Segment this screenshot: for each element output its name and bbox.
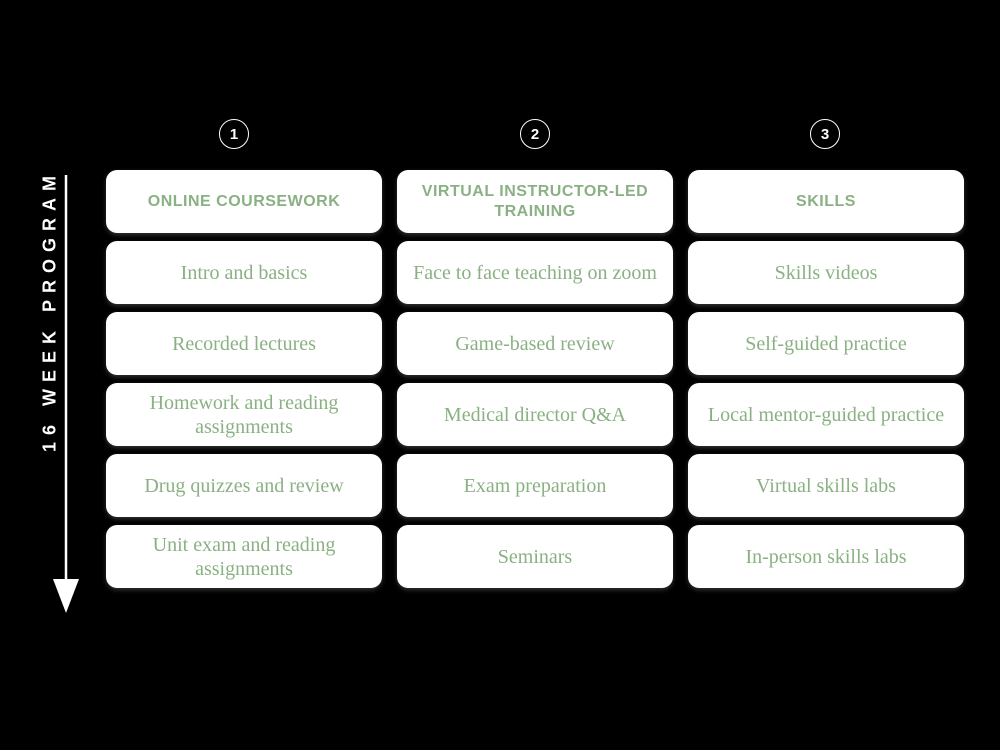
list-item[interactable]: Recorded lectures <box>106 312 382 375</box>
list-item[interactable]: Skills videos <box>688 241 964 304</box>
column-header-card-1[interactable]: ONLINE COURSEWORK <box>106 170 382 233</box>
list-item[interactable]: Unit exam and reading assignments <box>106 525 382 588</box>
list-item[interactable]: Homework and reading assignments <box>106 383 382 446</box>
column-header-label-1: ONLINE COURSEWORK <box>147 192 341 210</box>
step-number-badge-3: 3 <box>810 119 840 149</box>
cell-label: Skills videos <box>774 261 878 284</box>
list-item[interactable]: Virtual skills labs <box>688 454 964 517</box>
column-header-label-3: SKILLS <box>796 192 856 210</box>
cell-label: Exam preparation <box>463 474 607 497</box>
step-number-badge-2: 2 <box>520 119 550 149</box>
list-item[interactable]: Face to face teaching on zoom <box>397 241 673 304</box>
column-header-label-2: VIRTUAL INSTRUCTOR-LED TRAINING <box>421 182 649 220</box>
cell-label: In-person skills labs <box>745 545 907 568</box>
cell-label: Intro and basics <box>180 261 308 284</box>
list-item[interactable]: Game-based review <box>397 312 673 375</box>
cell-label: Face to face teaching on zoom <box>413 261 657 284</box>
column-virtual-instructor-led-training: VIRTUAL INSTRUCTOR-LED TRAINING Face to … <box>397 170 673 596</box>
column-header-card-3[interactable]: SKILLS <box>688 170 964 233</box>
step-number-badge-1: 1 <box>219 119 249 149</box>
cell-label: Drug quizzes and review <box>144 474 344 497</box>
column-header-card-2[interactable]: VIRTUAL INSTRUCTOR-LED TRAINING <box>397 170 673 233</box>
cell-label: Unit exam and reading assignments <box>152 533 336 580</box>
cell-label: Virtual skills labs <box>756 474 896 497</box>
list-item[interactable]: Local mentor-guided practice <box>688 383 964 446</box>
list-item[interactable]: Exam preparation <box>397 454 673 517</box>
cell-label: Local mentor-guided practice <box>707 403 945 426</box>
list-item[interactable]: Drug quizzes and review <box>106 454 382 517</box>
column-skills: SKILLS Skills videos Self-guided practic… <box>688 170 964 596</box>
down-arrow-icon <box>53 175 79 613</box>
cell-label: Game-based review <box>455 332 615 355</box>
list-item[interactable]: Intro and basics <box>106 241 382 304</box>
program-timeline-axis: 16 WEEK PROGRAM <box>0 0 106 750</box>
cell-label: Recorded lectures <box>172 332 316 355</box>
list-item[interactable]: Medical director Q&A <box>397 383 673 446</box>
cell-label: Seminars <box>497 545 573 568</box>
cell-label: Self-guided practice <box>745 332 907 355</box>
list-item[interactable]: Seminars <box>397 525 673 588</box>
cell-label: Homework and reading assignments <box>149 391 339 438</box>
column-online-coursework: ONLINE COURSEWORK Intro and basics Recor… <box>106 170 382 596</box>
cell-label: Medical director Q&A <box>443 403 627 426</box>
list-item[interactable]: In-person skills labs <box>688 525 964 588</box>
list-item[interactable]: Self-guided practice <box>688 312 964 375</box>
